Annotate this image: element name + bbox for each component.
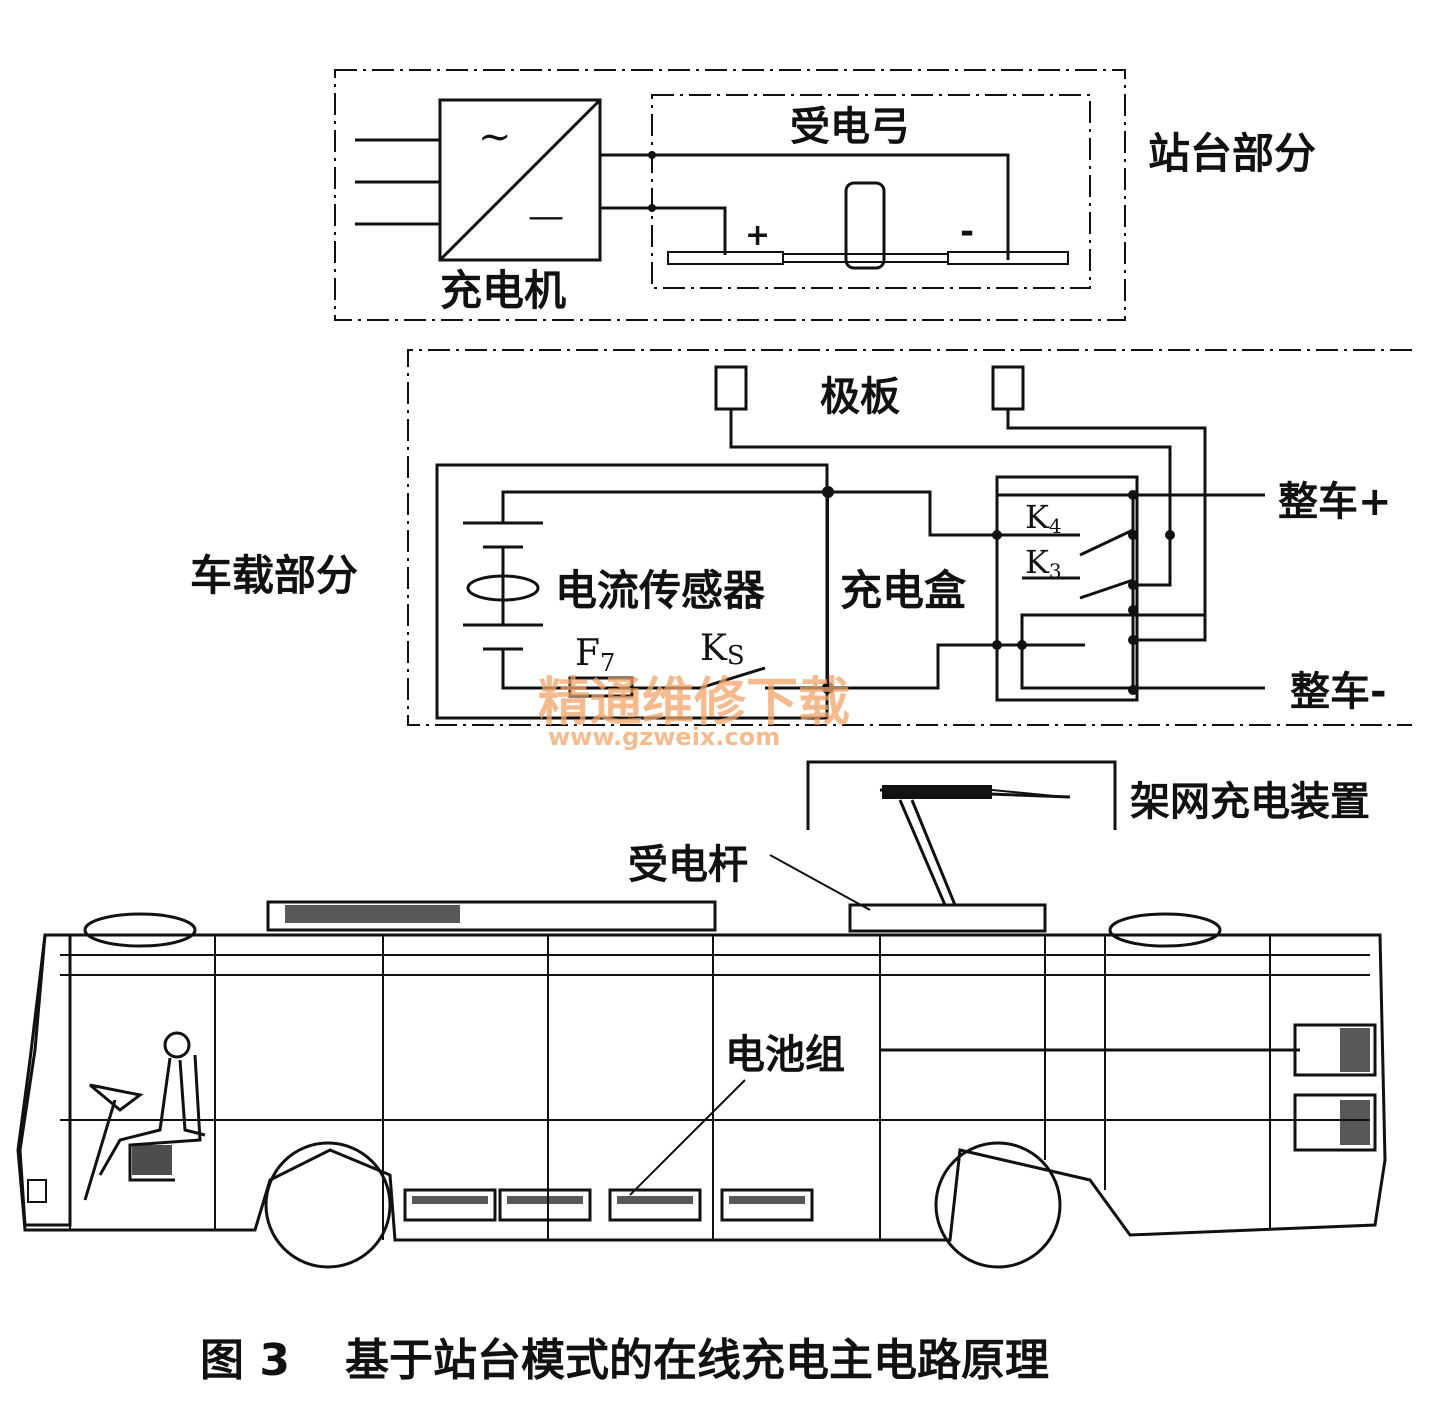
battery-module-4 <box>720 1188 814 1222</box>
rear-equipment-bottom <box>1293 1093 1377 1152</box>
battery-pack-leader-down <box>629 1079 746 1196</box>
vehicle-minus-label: 整车- <box>1290 669 1387 715</box>
battery-pack-label: 电池组 <box>725 1032 845 1078</box>
switch-k3 <box>1079 578 1134 600</box>
pole-plate-right <box>991 365 1025 411</box>
rear-wheel <box>934 1141 1062 1269</box>
vehicle-plus-label: 整车+ <box>1278 479 1392 525</box>
station-dashed-frame <box>334 69 1126 321</box>
relay-line-bottom <box>1020 645 1265 690</box>
wire-box-to-k4 <box>828 490 1080 537</box>
trolley-pole-arm-2 <box>910 799 957 906</box>
wire-charger-negative <box>600 206 727 255</box>
pantograph-plate-middle <box>782 253 949 263</box>
current-sensor-label: 电流传感器 <box>555 566 766 615</box>
overhead-charging-device: 架网充电装置 <box>806 760 1370 906</box>
watermark-url: www.gzweix.com <box>548 723 780 751</box>
fuse-f7-label: F7 <box>575 633 615 677</box>
watermark-text: 精通维修下载 <box>538 672 850 733</box>
overhead-device-label: 架网充电装置 <box>1130 779 1370 825</box>
steering-wheel <box>83 1083 144 1201</box>
battery-module-2 <box>498 1188 592 1222</box>
pantograph-label: 受电弓 <box>790 104 910 150</box>
station-section-label: 站台部分 <box>1148 129 1316 178</box>
charger-ac-symbol: ~ <box>478 114 512 160</box>
switch-k4-label: K4 <box>1025 498 1062 538</box>
charger-block <box>438 98 602 262</box>
pole-plate-left <box>714 365 748 411</box>
bus-front-plate <box>27 1179 47 1203</box>
bus-illustration: 受电杆 <box>16 842 1387 1269</box>
collector-head <box>882 785 992 799</box>
trolley-pole-arm-1 <box>898 799 947 906</box>
vehicle-section-label: 车载部分 <box>190 551 358 600</box>
vehicle-section: 车载部分 极板 电流传感器 F7 KS 充电盒 <box>190 349 1412 726</box>
roof-fan-left <box>83 912 197 948</box>
switch-k3-label: K3 <box>1025 543 1062 583</box>
trolley-pole-leader <box>769 854 871 911</box>
pantograph-plate-negative <box>947 251 1069 265</box>
roof-ac-unit <box>266 900 717 932</box>
battery-bottom-wire <box>501 649 700 690</box>
relay-line-mid <box>1020 613 1205 645</box>
roof-fan-right <box>1108 912 1222 948</box>
pantograph-center-post <box>844 181 886 270</box>
pantograph-frame <box>651 94 1091 289</box>
front-wheel <box>264 1141 392 1269</box>
driver-seat <box>128 1054 202 1182</box>
fuse-f7 <box>568 676 634 698</box>
wire-pole-right <box>1006 409 1207 642</box>
driver-head <box>163 1031 191 1059</box>
roof-ac-vents <box>285 905 460 923</box>
current-sensor-coil <box>466 574 540 602</box>
switch-ks <box>699 666 766 690</box>
figure-caption: 基于站台模式的在线充电主电路原理 <box>345 1335 1049 1386</box>
switch-k4 <box>1079 528 1134 557</box>
figure-number: 图 3 <box>200 1335 290 1386</box>
switch-ks-label: KS <box>700 628 745 671</box>
collector-tip <box>991 789 1066 798</box>
pantograph-plus-sign: + <box>745 218 770 253</box>
charger-diagonal <box>438 98 602 262</box>
vehicle-dashed-frame <box>407 349 1412 726</box>
wire-charger-positive <box>600 153 1010 260</box>
charging-box-label: 充电盒 <box>840 566 967 615</box>
charger-dc-symbol: — <box>528 196 564 237</box>
pole-plate-label: 极板 <box>820 374 900 420</box>
battery-module-3 <box>608 1188 702 1222</box>
pole-base <box>848 903 1047 933</box>
station-section: 站台部分 ~ — 充电机 受电弓 + - <box>334 69 1316 321</box>
relay-box <box>995 475 1139 702</box>
trolley-pole-label: 受电杆 <box>628 842 748 888</box>
seat-spring <box>132 1145 172 1175</box>
pantograph-minus-sign: - <box>960 212 974 252</box>
wire-pole-left <box>729 409 1172 587</box>
overhead-bracket <box>806 760 1117 830</box>
wire-box-to-neg <box>828 643 1085 690</box>
battery-top-wire <box>501 490 828 523</box>
bus-front <box>18 933 72 1227</box>
charger-label: 充电机 <box>440 266 566 315</box>
battery-module-1 <box>403 1188 497 1222</box>
